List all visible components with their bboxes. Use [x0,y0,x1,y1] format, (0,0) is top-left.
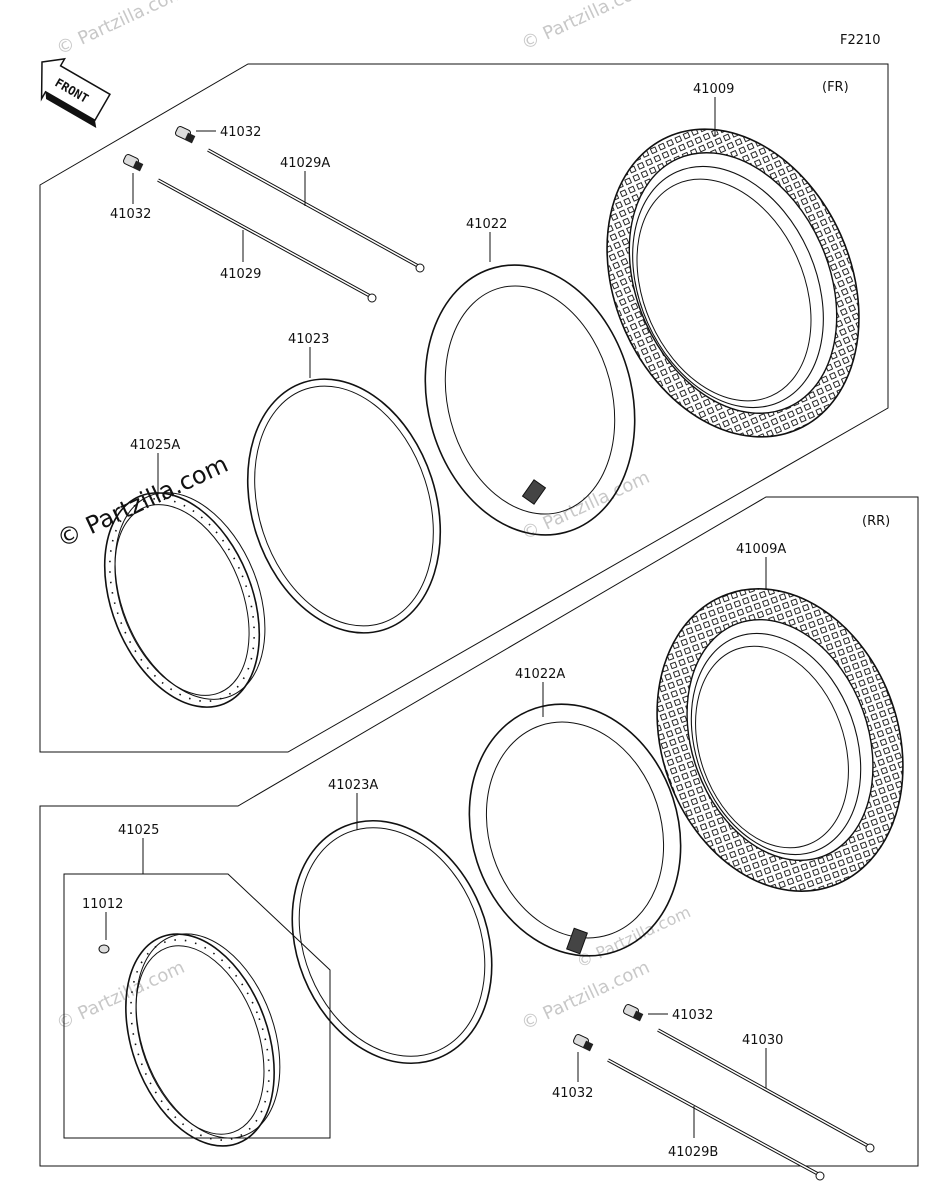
watermark-bottom-left: © Partzilla.com [53,957,188,1035]
rear-section-frame [39,496,919,1167]
label-41032-bottom-1: 41032 [672,1008,713,1023]
spoke-41029A [207,148,425,273]
label-41009: 41009 [693,82,734,97]
label-41029B: 41029B [668,1145,718,1160]
label-41009A: 41009A [736,542,786,557]
valve-cap-icon [623,1003,644,1022]
label-41022A: 41022A [515,667,565,682]
label-41023: 41023 [288,332,329,347]
watermarks: © Partzilla.com © Partzilla.com © Partzi… [53,0,694,1035]
label-41030: 41030 [742,1033,783,1048]
section-label-front: (FR) [822,80,849,95]
rim-nipple-icon [98,944,110,954]
valve-cap-icon [573,1033,594,1052]
rear-rim-box [63,873,331,1139]
front-rim-band [246,378,442,634]
watermark-main: © Partzilla.com [53,450,233,554]
valve-cap-icon [123,153,144,172]
watermark-top-left: © Partzilla.com [53,0,188,60]
watermark-top-right: © Partzilla.com [518,0,653,55]
front-inner-tube [424,264,636,536]
rear-inner-tube [468,703,682,957]
rear-rim [125,933,281,1147]
label-41025A: 41025A [130,438,180,453]
section-label-rear: (RR) [862,514,890,529]
label-41032-top-1: 41032 [220,125,261,140]
rear-rim-band [291,819,493,1065]
label-41029: 41029 [220,267,261,282]
watermark-center: © Partzilla.com [518,467,653,545]
label-41023A: 41023A [328,778,378,793]
label-11012: 11012 [82,897,123,912]
spoke-41029B [607,1058,825,1181]
valve-cap-icon [175,125,196,144]
label-41025: 41025 [118,823,159,838]
front-section-frame [39,63,889,753]
spoke-41030 [657,1028,875,1153]
label-41029A: 41029A [280,156,330,171]
diagram-id: F2210 [840,33,881,48]
front-tire [606,128,860,438]
rear-tire [656,588,904,892]
label-41032-top-2: 41032 [110,207,151,222]
label-41022: 41022 [466,217,507,232]
label-41032-bottom-2: 41032 [552,1086,593,1101]
front-arrow-icon: FRONT [40,57,111,128]
spoke-41029 [157,178,377,303]
front-rim [103,492,266,708]
